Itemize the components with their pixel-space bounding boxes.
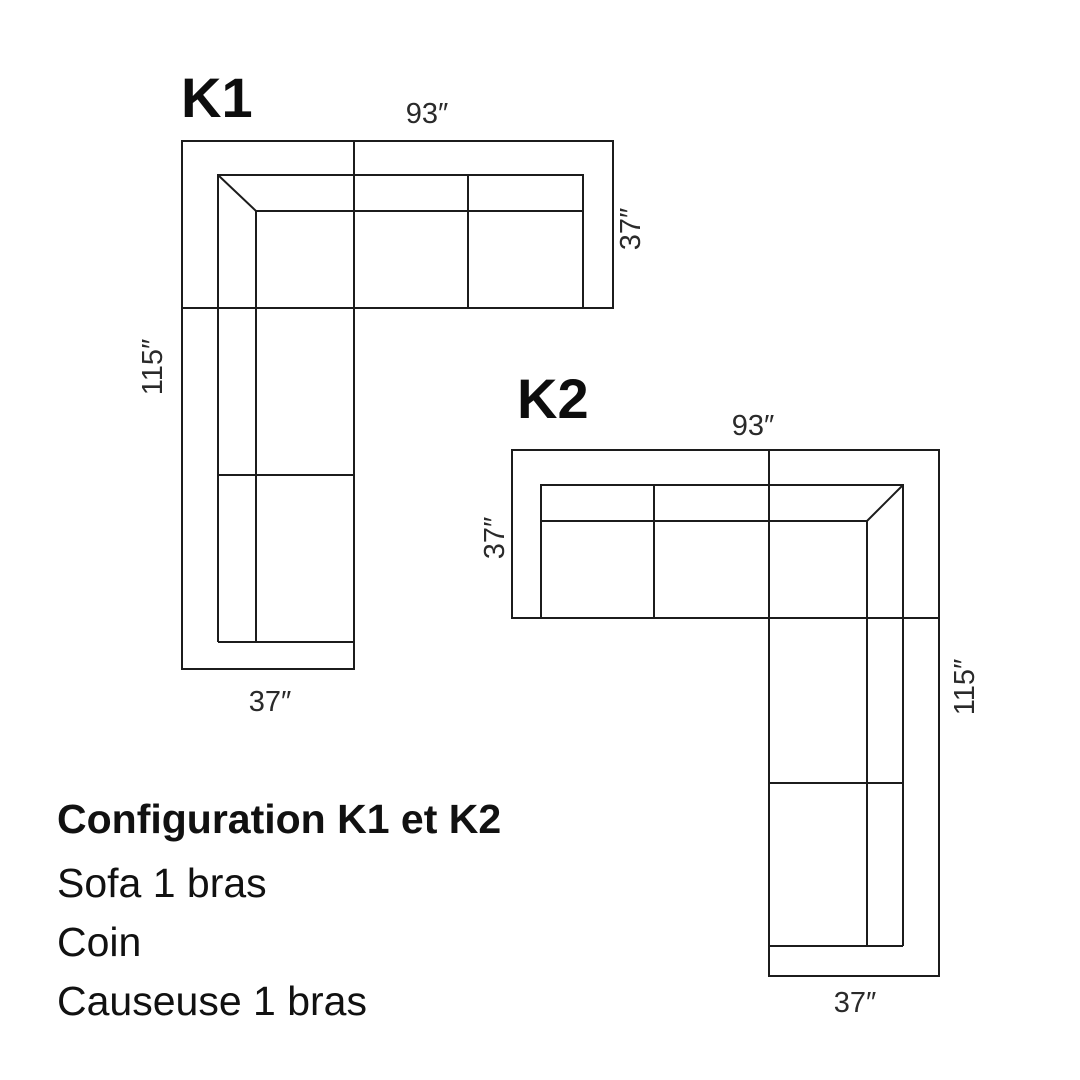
k1-diagram: K1 93″ 37″ 115″ 37″ — [137, 66, 647, 718]
caption-block: Configuration K1 et K2 Sofa 1 bras Coin … — [57, 796, 501, 1031]
k2-dim-bottom: 37″ — [834, 987, 877, 1019]
k1-footprint-horizontal — [181, 140, 614, 309]
caption-title: Configuration K1 et K2 — [57, 796, 502, 842]
k1-dim-top: 93″ — [406, 98, 449, 130]
k1-title-label: K1 — [181, 66, 253, 129]
k1-sofa-outline — [217, 174, 584, 643]
k1-dim-left: 115″ — [137, 339, 169, 396]
k2-dim-right: 115″ — [949, 659, 981, 716]
k2-sofa-outline — [540, 484, 904, 947]
k2-footprint-horizontal — [511, 449, 940, 619]
caption-line-causeuse: Causeuse 1 bras — [57, 978, 367, 1024]
k2-footprint-vertical — [768, 449, 940, 977]
caption-line-coin: Coin — [57, 919, 142, 965]
k2-dim-left: 37″ — [479, 517, 511, 560]
k2-dim-top: 93″ — [732, 410, 775, 442]
k2-diagram: K2 93″ 37″ 115″ 37″ — [479, 367, 981, 1019]
k1-dim-bottom: 37″ — [249, 686, 292, 718]
k2-title-label: K2 — [517, 367, 589, 430]
k1-dim-right: 37″ — [615, 208, 647, 251]
caption-line-sofa: Sofa 1 bras — [57, 860, 267, 906]
k1-footprint-vertical — [181, 140, 355, 670]
